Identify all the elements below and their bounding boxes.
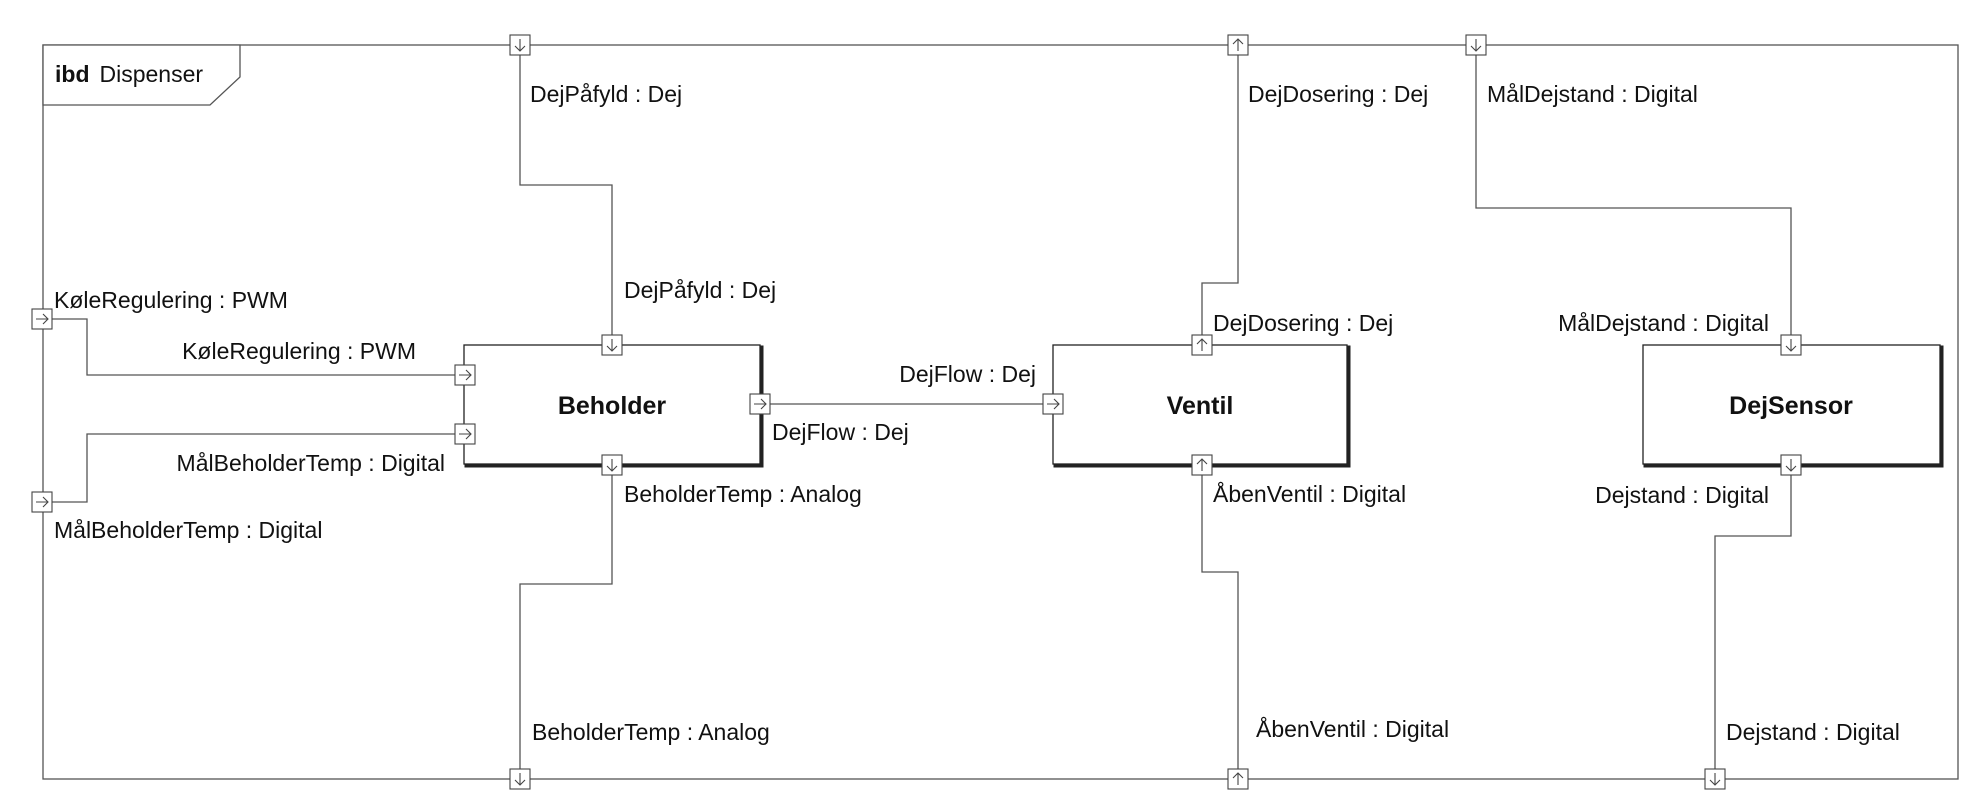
port-ventil-dejdosering[interactable] bbox=[1191, 334, 1213, 356]
connector-abenventil bbox=[1201, 475, 1239, 769]
ventil-block[interactable] bbox=[1052, 344, 1348, 465]
port-frame-dejstand[interactable] bbox=[1704, 768, 1726, 790]
port-beholder-dejflow-out[interactable] bbox=[749, 393, 771, 415]
label-sensor-maldejstand: MålDejstand : Digital bbox=[1558, 310, 1769, 336]
port-frame-beholdertemp[interactable] bbox=[509, 768, 531, 790]
port-sensor-maldejstand[interactable] bbox=[1780, 334, 1802, 356]
ventil-block-title: Ventil bbox=[1167, 392, 1234, 420]
label-frame-maldejstand: MålDejstand : Digital bbox=[1487, 81, 1698, 107]
connector-maldejstand bbox=[1475, 55, 1792, 335]
diagram-frame bbox=[42, 44, 1959, 780]
port-frame-dejpafyld[interactable] bbox=[509, 34, 531, 56]
label-beholder-koleregulering: KøleRegulering : PWM bbox=[182, 338, 416, 364]
port-sensor-dejstand[interactable] bbox=[1780, 454, 1802, 476]
connector-beholdertemp bbox=[519, 475, 613, 769]
label-frame-koleregulering: KøleRegulering : PWM bbox=[54, 287, 288, 313]
frame-heading: ibd Dispenser bbox=[55, 61, 203, 87]
port-ventil-abenventil[interactable] bbox=[1191, 454, 1213, 476]
label-beholder-dejpafyld: DejPåfyld : Dej bbox=[624, 277, 776, 303]
label-frame-dejdosering: DejDosering : Dej bbox=[1248, 81, 1428, 107]
arrow-right-icon bbox=[1047, 398, 1060, 410]
port-frame-abenventil[interactable] bbox=[1227, 768, 1249, 790]
arrow-up-icon bbox=[1196, 458, 1208, 471]
label-frame-dejpafyld: DejPåfyld : Dej bbox=[530, 81, 682, 107]
arrow-right-icon bbox=[459, 428, 472, 440]
arrow-down-icon bbox=[514, 39, 526, 52]
arrow-up-icon bbox=[1232, 38, 1244, 51]
arrow-right-icon bbox=[36, 496, 49, 508]
arrow-down-icon bbox=[606, 459, 618, 472]
port-frame-malbeholdertemp[interactable] bbox=[31, 491, 53, 513]
port-ventil-dejflow-in[interactable] bbox=[1042, 393, 1064, 415]
arrow-up-icon bbox=[1196, 338, 1208, 351]
port-frame-maldejstand[interactable] bbox=[1465, 34, 1487, 56]
arrow-down-icon bbox=[1709, 773, 1721, 786]
label-beholder-malbeholdertemp: MålBeholderTemp : Digital bbox=[177, 450, 445, 476]
connector-malbeholdertemp bbox=[52, 433, 455, 503]
label-frame-malbeholdertemp: MålBeholderTemp : Digital bbox=[54, 517, 322, 543]
connector-koleregulering bbox=[52, 318, 455, 376]
label-beholder-dejflow-out: DejFlow : Dej bbox=[772, 419, 909, 445]
label-ventil-abenventil: ÅbenVentil : Digital bbox=[1213, 480, 1406, 507]
arrow-right-icon bbox=[754, 398, 767, 410]
port-beholder-malbeholdertemp[interactable] bbox=[454, 423, 476, 445]
label-frame-dejstand: Dejstand : Digital bbox=[1726, 719, 1900, 745]
port-frame-dejdosering[interactable] bbox=[1227, 34, 1249, 56]
label-sensor-dejstand: Dejstand : Digital bbox=[1595, 482, 1769, 508]
beholder-block-title: Beholder bbox=[558, 392, 667, 420]
frame-keyword: ibd bbox=[55, 61, 90, 87]
label-ventil-dejdosering: DejDosering : Dej bbox=[1213, 310, 1393, 336]
label-frame-abenventil: ÅbenVentil : Digital bbox=[1256, 715, 1449, 742]
dejsensor-block-title: DejSensor bbox=[1729, 392, 1853, 420]
arrow-down-icon bbox=[1785, 339, 1797, 352]
dejsensor-block[interactable] bbox=[1642, 344, 1941, 465]
frame-name: Dispenser bbox=[100, 61, 204, 87]
port-beholder-dejpafyld[interactable] bbox=[601, 334, 623, 356]
label-ventil-dejflow-in: DejFlow : Dej bbox=[899, 361, 1036, 387]
arrow-down-icon bbox=[514, 773, 526, 786]
port-frame-koleregulering[interactable] bbox=[31, 308, 53, 330]
connector-dejdosering bbox=[1201, 55, 1239, 335]
arrow-right-icon bbox=[36, 313, 49, 325]
arrow-right-icon bbox=[459, 369, 472, 381]
port-beholder-beholdertemp[interactable] bbox=[601, 454, 623, 476]
arrow-down-icon bbox=[1470, 39, 1482, 52]
label-beholder-beholdertemp: BeholderTemp : Analog bbox=[624, 481, 862, 507]
connector-dejstand bbox=[1714, 475, 1792, 769]
arrow-up-icon bbox=[1232, 772, 1244, 785]
frame-tag bbox=[42, 44, 241, 106]
port-beholder-koleregulering[interactable] bbox=[454, 364, 476, 386]
arrow-down-icon bbox=[1785, 459, 1797, 472]
label-frame-beholdertemp: BeholderTemp : Analog bbox=[532, 719, 770, 745]
connector-dejpafyld bbox=[519, 55, 613, 335]
arrow-down-icon bbox=[606, 339, 618, 352]
